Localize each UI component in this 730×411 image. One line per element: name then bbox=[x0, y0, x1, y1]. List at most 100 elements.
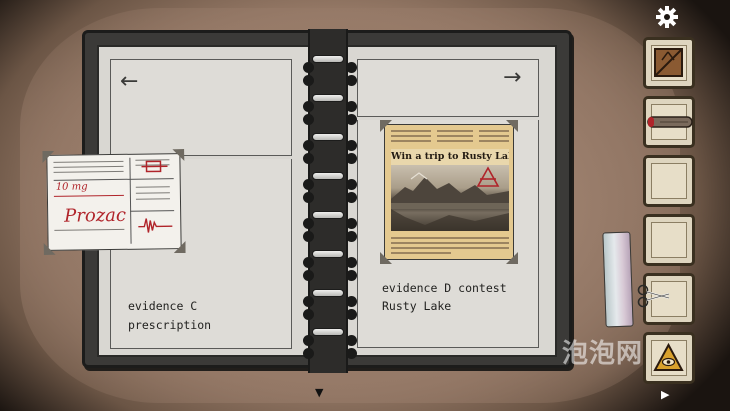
printed-line bbox=[135, 192, 170, 194]
printed-line bbox=[391, 242, 509, 244]
prescription-drug-name: Prozac bbox=[64, 204, 127, 227]
form-rule bbox=[130, 210, 175, 212]
binder-ring bbox=[312, 289, 344, 297]
evidence-c-caption-line1: evidence C bbox=[128, 299, 198, 313]
evidence-d-caption-line1: evidence D contest bbox=[382, 281, 507, 295]
binder-hole bbox=[346, 179, 357, 190]
prescription-dose: 10 mg bbox=[55, 181, 88, 193]
slot-frame bbox=[651, 222, 687, 258]
notebook-spine bbox=[308, 29, 348, 373]
binder-ring bbox=[312, 172, 344, 180]
gear-icon[interactable] bbox=[655, 5, 679, 29]
printed-line bbox=[391, 135, 431, 137]
form-column-rule bbox=[129, 157, 132, 244]
binder-hole bbox=[303, 179, 314, 190]
wooden-crate-icon bbox=[654, 48, 683, 77]
evidence-d-caption-line2: Rusty Lake bbox=[382, 299, 452, 313]
binder-hole bbox=[346, 296, 357, 307]
next-page-arrow[interactable]: → bbox=[503, 65, 522, 90]
binder-hole bbox=[346, 231, 357, 242]
printed-line bbox=[437, 140, 473, 142]
binder-hole bbox=[303, 257, 314, 268]
inventory-slot-2[interactable] bbox=[643, 96, 695, 148]
inventory-slot-1[interactable] bbox=[643, 37, 695, 89]
binder-hole bbox=[346, 192, 357, 203]
binder-hole bbox=[346, 270, 357, 281]
inventory-slot-4[interactable] bbox=[643, 214, 695, 266]
binder-hole bbox=[303, 270, 314, 281]
printed-line bbox=[135, 198, 170, 200]
binder-hole bbox=[303, 140, 314, 151]
binder-hole bbox=[346, 101, 357, 112]
binder-ring bbox=[312, 55, 344, 63]
printed-line bbox=[135, 186, 170, 188]
printed-line bbox=[53, 165, 124, 168]
slot-frame bbox=[651, 340, 687, 376]
right-top-panel bbox=[357, 59, 539, 117]
binder-hole bbox=[303, 335, 314, 346]
binder-ring bbox=[312, 94, 344, 102]
binder-hole bbox=[346, 348, 357, 359]
printed-line bbox=[437, 135, 473, 137]
binder-hole bbox=[303, 75, 314, 86]
printed-line bbox=[54, 228, 125, 231]
inventory-slot-3[interactable] bbox=[643, 155, 695, 207]
printed-line bbox=[479, 140, 509, 142]
form-rule bbox=[53, 178, 174, 181]
binder-hole bbox=[346, 309, 357, 320]
printed-line bbox=[53, 160, 124, 163]
binder-hole bbox=[346, 62, 357, 73]
printed-line bbox=[53, 170, 124, 173]
printed-line bbox=[391, 130, 431, 132]
cigar-icon bbox=[647, 116, 693, 128]
ink-underline bbox=[53, 194, 124, 197]
binder-ring bbox=[312, 328, 344, 336]
binder-hole bbox=[303, 296, 314, 307]
binder-hole bbox=[346, 140, 357, 151]
cut-paper-strip[interactable] bbox=[602, 231, 634, 328]
watermark-text: 泡泡网 bbox=[562, 339, 644, 369]
binder-ring bbox=[312, 211, 344, 219]
previous-page-arrow[interactable]: ← bbox=[120, 69, 139, 94]
binder-hole bbox=[303, 348, 314, 359]
scroll-down-arrow-icon[interactable]: ▼ bbox=[315, 386, 324, 399]
photo-corner bbox=[506, 252, 518, 264]
slot-frame bbox=[651, 45, 687, 81]
binder-hole bbox=[346, 257, 357, 268]
signature-scribble-icon bbox=[138, 218, 173, 233]
binder-hole bbox=[303, 231, 314, 242]
binder-hole bbox=[303, 218, 314, 229]
evidence-c-caption-line2: prescription bbox=[128, 318, 212, 332]
inventory-slot-6[interactable] bbox=[643, 332, 695, 384]
binder-hole bbox=[303, 101, 314, 112]
newspaper-headline: Win a trip to Rusty Lake bbox=[391, 149, 509, 165]
play-arrow-icon[interactable]: ▶ bbox=[661, 388, 670, 401]
binder-hole bbox=[303, 114, 314, 125]
warning-triangle-eye-icon bbox=[653, 342, 684, 371]
binder-ring bbox=[312, 250, 344, 258]
evidence-d-newspaper-clipping[interactable]: Win a trip to Rusty Lake bbox=[380, 120, 518, 264]
binder-hole bbox=[303, 153, 314, 164]
alchemy-triangle-icon bbox=[476, 166, 500, 187]
binder-hole bbox=[346, 75, 357, 86]
printed-line bbox=[391, 252, 451, 254]
binder-hole bbox=[346, 335, 357, 346]
binder-hole bbox=[303, 192, 314, 203]
alchemy-symbol-icon bbox=[141, 160, 168, 173]
evidence-c-prescription-card[interactable]: 10 mg Prozac bbox=[46, 153, 181, 251]
slot-frame bbox=[651, 163, 687, 199]
photo-corner bbox=[380, 252, 392, 264]
binder-hole bbox=[303, 62, 314, 73]
printed-line bbox=[479, 135, 509, 137]
scissors-icon[interactable] bbox=[636, 283, 670, 309]
binder-hole bbox=[346, 218, 357, 229]
printed-line bbox=[479, 130, 509, 132]
binder-hole bbox=[346, 114, 357, 125]
printed-line bbox=[391, 237, 509, 239]
printed-line bbox=[391, 140, 431, 142]
printed-line bbox=[437, 130, 473, 132]
rusty-lake-photo bbox=[391, 165, 509, 231]
left-top-panel bbox=[110, 59, 292, 156]
binder-hole bbox=[303, 309, 314, 320]
printed-line bbox=[391, 247, 509, 249]
